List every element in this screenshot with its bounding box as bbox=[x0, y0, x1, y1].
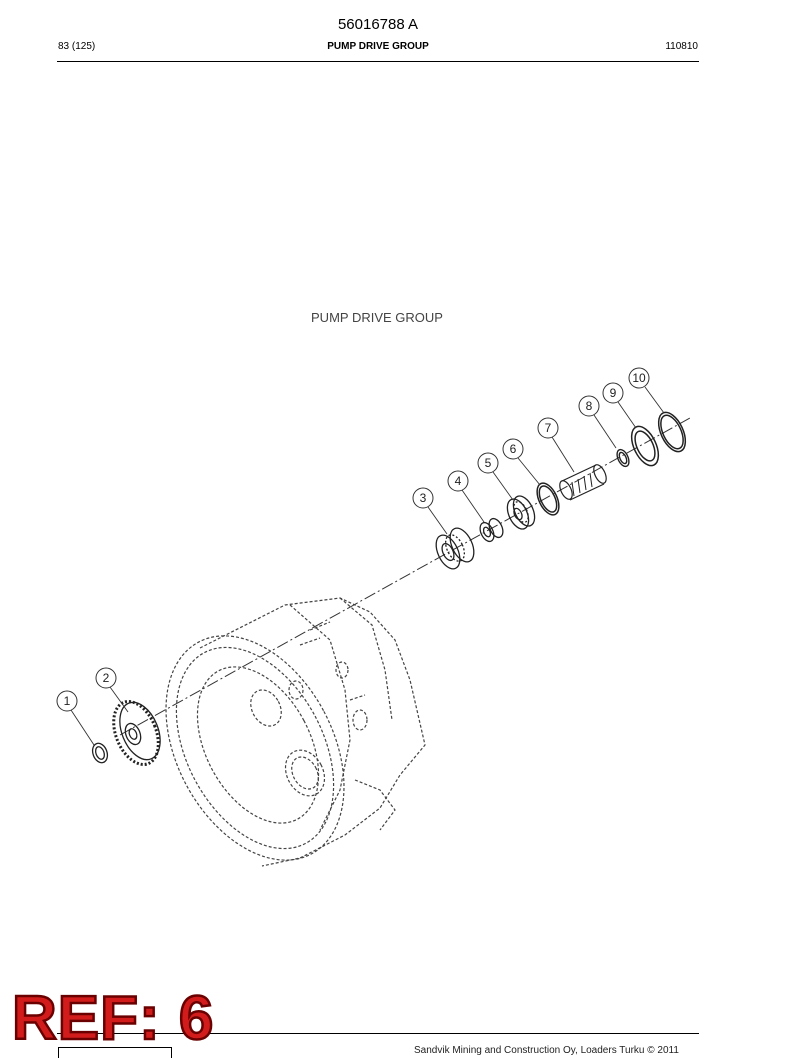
callout-4: 4 bbox=[447, 470, 485, 523]
callout-10: 10 bbox=[628, 367, 665, 414]
callout-8: 8 bbox=[578, 395, 617, 449]
part-8-small-ring bbox=[616, 448, 630, 468]
part-7-splined-shaft bbox=[559, 464, 607, 501]
drawing-title: PUMP DRIVE GROUP bbox=[311, 310, 443, 325]
header-divider bbox=[57, 61, 699, 62]
callout-2: 2 bbox=[95, 667, 129, 713]
callout-label-5: 5 bbox=[485, 456, 492, 470]
callout-label-1: 1 bbox=[64, 694, 71, 708]
footer-copyright: Sandvik Mining and Construction Oy, Load… bbox=[414, 1045, 679, 1056]
callout-label-7: 7 bbox=[545, 421, 552, 435]
callout-3: 3 bbox=[412, 487, 448, 535]
page-number: 83 (125) bbox=[58, 41, 96, 52]
callout-7: 7 bbox=[537, 417, 575, 473]
assembly-axis-line bbox=[119, 417, 691, 736]
callout-1: 1 bbox=[56, 690, 95, 746]
part-5-bearing bbox=[506, 495, 536, 530]
callout-label-3: 3 bbox=[420, 491, 427, 505]
section-title: PUMP DRIVE GROUP bbox=[327, 41, 429, 52]
callout-label-8: 8 bbox=[586, 399, 593, 413]
part-9-ring bbox=[630, 425, 660, 467]
part-4-spacer bbox=[479, 517, 504, 543]
callout-label-4: 4 bbox=[455, 474, 462, 488]
callout-label-6: 6 bbox=[510, 442, 517, 456]
document-number: 56016788 A bbox=[337, 16, 419, 33]
part-3-bearing bbox=[435, 527, 475, 570]
callout-label-2: 2 bbox=[103, 671, 110, 685]
callout-6: 6 bbox=[502, 438, 541, 486]
footer-divider bbox=[57, 1033, 699, 1034]
callout-label-9: 9 bbox=[610, 386, 617, 400]
part-1-snap-ring bbox=[91, 742, 109, 764]
callout-9: 9 bbox=[602, 382, 637, 429]
callout-5: 5 bbox=[477, 452, 514, 501]
gear-housing bbox=[165, 597, 426, 867]
part-2-gear bbox=[112, 699, 161, 767]
part-10-snap-ring bbox=[657, 411, 687, 453]
part-6-retaining-ring bbox=[536, 482, 560, 516]
date-code: 110810 bbox=[665, 41, 698, 52]
callout-label-10: 10 bbox=[632, 371, 646, 385]
ref-stamp: REF: 6 bbox=[11, 983, 215, 1055]
